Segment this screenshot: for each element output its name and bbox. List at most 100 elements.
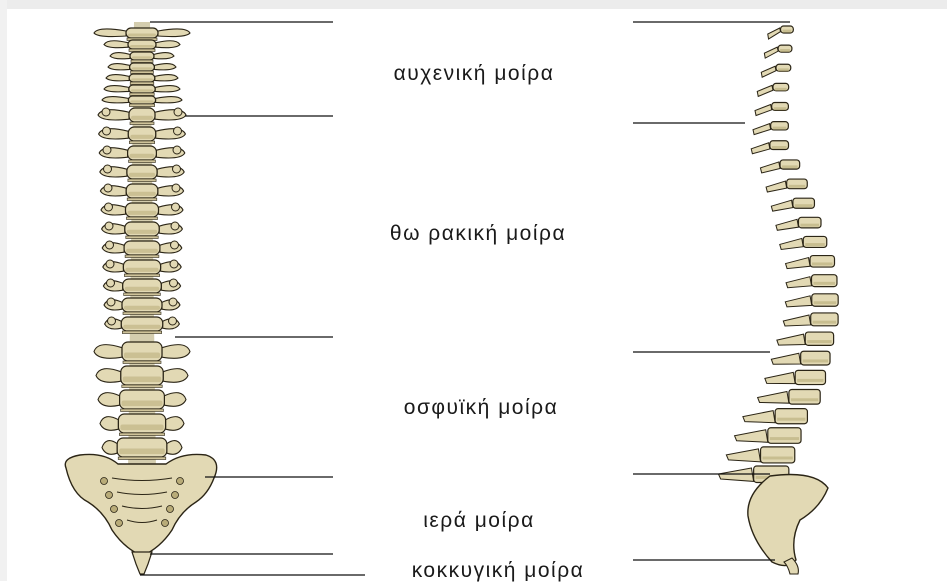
vertebra-lateral: [743, 409, 808, 424]
vertebra-anterior: [100, 414, 184, 436]
region-leader-lines: [140, 22, 790, 575]
transverse-process-right: [156, 97, 182, 103]
vertebra-anterior: [96, 366, 188, 388]
spinous-process: [760, 162, 780, 173]
transverse-process-right: [156, 41, 180, 48]
spinous-process: [776, 219, 799, 230]
intervertebral-disc: [119, 433, 164, 436]
vertebral-shade-lateral: [803, 359, 828, 362]
sacral-foramen-right: [172, 492, 179, 499]
sacral-foramen-right: [167, 506, 174, 513]
rib-head-left: [105, 222, 113, 230]
transverse-process-right: [166, 417, 184, 431]
vertebra-lateral: [755, 103, 788, 116]
vertebra-anterior: [94, 342, 190, 364]
transverse-process-right: [162, 345, 190, 359]
rib-head-right: [174, 108, 182, 116]
transverse-process-left: [96, 369, 121, 383]
intervertebral-disc: [131, 60, 153, 63]
intervertebral-disc: [129, 49, 155, 52]
label-cervical-region: αυχενική μοίρα: [394, 62, 555, 86]
rib-head-left: [103, 127, 111, 135]
vertebra-anterior: [98, 390, 186, 412]
vertebral-shade: [127, 230, 157, 234]
rib-head-right: [173, 165, 181, 173]
transverse-process-right: [155, 75, 178, 81]
rib-head-right: [169, 317, 177, 325]
spinous-process: [777, 334, 805, 345]
spinous-process: [785, 296, 811, 307]
vertebra-anterior: [94, 28, 190, 41]
vertebra-anterior: [98, 108, 186, 125]
transverse-process-left: [98, 393, 120, 407]
intervertebral-disc: [131, 71, 154, 74]
vertebral-shade-lateral: [783, 30, 792, 33]
spinous-process: [761, 66, 776, 77]
rib-head-left: [106, 241, 114, 249]
spinous-process: [771, 353, 800, 364]
vertebral-shade: [125, 287, 160, 291]
vertebral-shade-lateral: [813, 321, 836, 324]
rib-head-right: [173, 146, 181, 154]
vertebral-shade: [124, 352, 160, 358]
sacral-foramen-left: [101, 478, 108, 485]
vertebral-shade: [119, 448, 165, 454]
transverse-process-right: [155, 86, 180, 92]
vertebra-anterior: [110, 52, 174, 63]
sacral-foramen-right: [177, 478, 184, 485]
vertebra-lateral: [768, 26, 794, 39]
transverse-process-left: [106, 75, 129, 81]
vertebral-shade-lateral: [778, 68, 789, 71]
spinous-process: [768, 28, 781, 39]
vertebra-lateral: [783, 313, 838, 326]
vertebra-anterior: [105, 317, 180, 334]
vertebra-anterior: [102, 222, 183, 239]
sacral-foramen-left: [116, 520, 123, 527]
vertebra-anterior: [104, 40, 180, 52]
rib-head-right: [171, 222, 179, 230]
label-lumbar-region: οσφυϊκή μοίρα: [404, 396, 558, 420]
vertebra-lateral: [776, 217, 821, 230]
vertebral-shade: [132, 67, 153, 69]
rib-head-left: [104, 165, 112, 173]
intervertebral-disc: [126, 236, 158, 239]
vertebra-lateral: [757, 83, 788, 96]
vertebral-body-lateral: [789, 389, 820, 404]
transverse-process-left: [104, 86, 129, 92]
vertebral-shade-lateral: [791, 398, 818, 401]
vertebral-body-lateral: [768, 428, 801, 444]
vertebra-anterior: [101, 203, 183, 220]
vertebral-shade-lateral: [805, 243, 825, 246]
spinous-process: [753, 124, 771, 135]
vertebra-anterior: [102, 96, 182, 107]
rib-head-right: [169, 298, 177, 306]
transverse-process-right: [154, 64, 176, 70]
vertebral-shade-lateral: [814, 301, 836, 304]
vertebra-lateral: [761, 64, 790, 77]
intervertebral-disc: [121, 409, 164, 412]
label-thoracic-region: θω ρακική μοίρα: [390, 222, 566, 246]
rib-head-left: [108, 317, 116, 325]
vertebra-anterior: [102, 438, 182, 460]
vertebral-shade-lateral: [782, 165, 798, 168]
intervertebral-disc: [127, 198, 157, 201]
sacral-foramen-left: [111, 506, 118, 513]
vertebral-body-lateral: [811, 313, 838, 326]
rib-head-left: [107, 279, 115, 287]
vertebral-shade: [131, 78, 153, 80]
rib-head-left: [102, 108, 110, 116]
sacral-foramen-right: [162, 520, 169, 527]
intervertebral-disc: [122, 385, 162, 388]
spinous-process: [726, 449, 760, 462]
transverse-process-left: [110, 53, 130, 59]
vertebra-anterior: [100, 184, 183, 201]
vertebral-shade-lateral: [777, 418, 805, 421]
transverse-process-right: [167, 441, 182, 455]
vertebral-shade-lateral: [774, 107, 787, 110]
intervertebral-disc: [123, 312, 161, 315]
intervertebral-disc: [124, 274, 159, 277]
vertebra-lateral: [764, 45, 792, 58]
vertebral-body-lateral: [761, 447, 795, 463]
vertebral-body-lateral: [812, 294, 838, 306]
vertebral-shade: [123, 325, 160, 329]
